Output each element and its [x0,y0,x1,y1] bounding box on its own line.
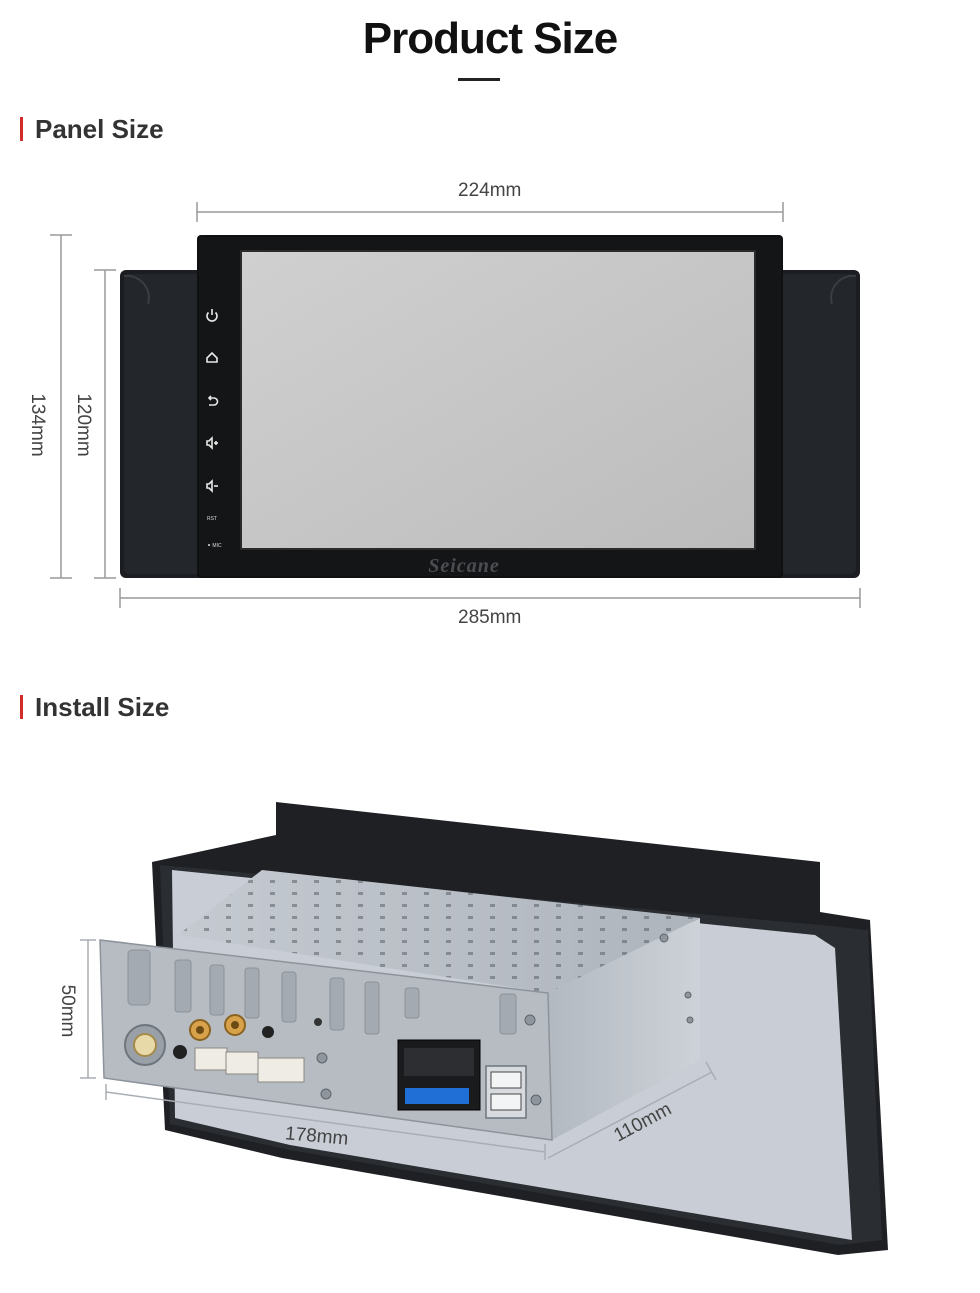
antenna-connector-1 [189,1019,211,1041]
rst-label: RST [207,516,217,522]
back-plate [172,870,852,1240]
mic-label: MIC [212,543,222,549]
accent-bar [20,695,23,719]
power-socket [124,1024,166,1066]
blue-fuse-connector [405,1088,469,1104]
panel-diagram: RST MIC Seicane [50,202,861,608]
chassis-top [178,870,700,993]
home-icon [206,351,218,363]
connector-face [99,939,553,1141]
power-icon [206,309,218,322]
dim-screen-width: 224mm [458,180,522,201]
volume-down-icon [206,479,218,493]
main-harness-socket [397,1039,481,1111]
dim-screen-height: 120mm [73,393,94,457]
harness-connector-2 [225,1051,259,1075]
panel-size-heading: Panel Size [20,114,164,145]
panel-size-label: Panel Size [35,114,164,144]
harness-connector-3 [257,1057,305,1083]
usb-ports [485,1065,527,1119]
back-icon [207,395,219,406]
dim-install-height: 50mm [57,984,78,1038]
antenna-connector-2 [224,1014,246,1036]
dim-install-depth: 110mm [610,1098,676,1147]
install-size-label: Install Size [35,692,170,722]
title-underline [458,78,500,81]
brand-mark: Seicane [428,555,499,577]
dim-total-width: 285mm [458,607,522,628]
chassis-side [548,918,700,1140]
display-screen [240,250,756,550]
accent-bar [20,117,23,141]
install-size-heading: Install Size [20,692,169,723]
dim-install-width: 178mm [284,1123,350,1150]
unit-back-frame [152,802,888,1255]
dim-total-height: 134mm [27,393,48,457]
harness-connector-1 [194,1047,228,1071]
volume-up-icon [206,436,218,450]
page-title: Product Size [362,14,619,63]
